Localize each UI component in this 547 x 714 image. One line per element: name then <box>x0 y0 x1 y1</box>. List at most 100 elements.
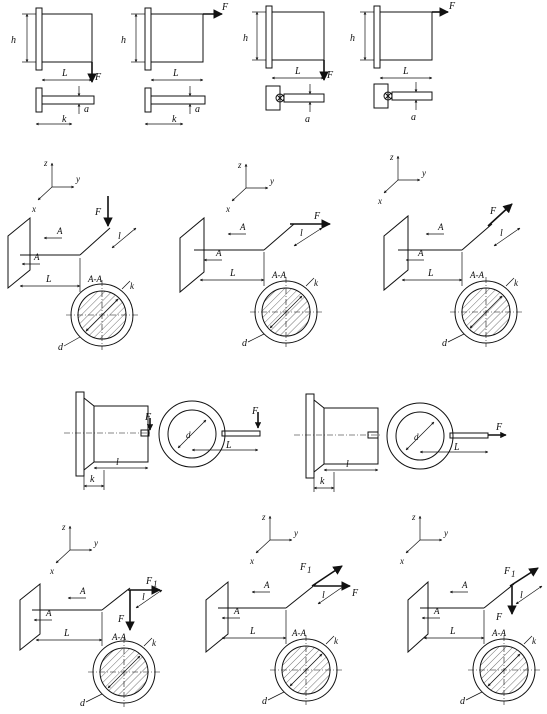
svg-text:z: z <box>43 158 48 168</box>
svg-text:F: F <box>495 422 503 433</box>
svg-text:l: l <box>520 590 523 601</box>
svg-text:F: F <box>313 211 321 222</box>
section-A-A: A-A d k <box>58 274 138 353</box>
axes-triad: z y x <box>225 160 274 214</box>
svg-text:x: x <box>399 556 404 566</box>
svg-text:F: F <box>144 412 152 423</box>
svg-text:d: d <box>242 338 248 349</box>
svg-text:x: x <box>225 204 230 214</box>
svg-text:F: F <box>117 614 125 625</box>
svg-text:A-A: A-A <box>111 632 126 642</box>
svg-text:l: l <box>142 592 145 603</box>
row3-variant-1: F l k F d L <box>64 391 262 490</box>
svg-text:d: d <box>262 696 268 707</box>
svg-text:A: A <box>437 222 444 232</box>
svg-text:y: y <box>293 528 298 538</box>
svg-text:d: d <box>186 430 191 440</box>
row4-variant-3: z y x F 1 F A A L l A-A d k <box>399 512 543 707</box>
section-A-A: A-A d k <box>442 270 522 349</box>
svg-text:L: L <box>63 628 70 639</box>
a-label: a <box>305 114 310 125</box>
a-label: a <box>84 104 89 115</box>
end-view: F d L <box>158 400 262 468</box>
row1-variant-4: h L F a <box>350 1 456 123</box>
svg-text:l: l <box>500 228 503 239</box>
svg-text:A: A <box>56 226 63 236</box>
row2-variant-2: z y x F A A L l A-A d k <box>179 160 331 349</box>
svg-text:l: l <box>300 228 303 239</box>
svg-text:l: l <box>322 590 325 601</box>
svg-text:F: F <box>495 612 503 623</box>
L-label: L <box>61 68 68 79</box>
svg-text:k: k <box>90 474 95 485</box>
svg-text:d: d <box>80 698 86 709</box>
svg-text:A: A <box>215 248 222 258</box>
k-label: k <box>172 114 177 125</box>
svg-text:k: k <box>532 636 537 646</box>
L-label: L <box>172 68 179 79</box>
svg-text:A-A: A-A <box>87 274 102 284</box>
row4-variant-2: z y x F 1 F A A L l A-A d k <box>205 512 359 707</box>
svg-text:L: L <box>249 626 256 637</box>
svg-text:L: L <box>449 626 456 637</box>
svg-text:F: F <box>251 406 259 417</box>
svg-text:k: k <box>320 476 325 487</box>
svg-text:y: y <box>75 174 80 184</box>
h-label: h <box>243 33 248 44</box>
k-label: k <box>62 114 67 125</box>
svg-text:y: y <box>269 176 274 186</box>
section-A-A: A-A d k <box>80 632 160 709</box>
row1-variant-3: h L F a <box>243 5 334 125</box>
row2-variant-1: z y x F A A L l A-A d k <box>7 158 138 353</box>
L-label: L <box>402 66 409 77</box>
svg-text:y: y <box>93 538 98 548</box>
svg-text:x: x <box>249 556 254 566</box>
axes-triad: z y x <box>249 512 298 566</box>
svg-text:F: F <box>503 566 511 577</box>
end-view: F d L <box>386 402 507 470</box>
svg-text:z: z <box>389 152 394 162</box>
svg-text:A: A <box>417 248 424 258</box>
svg-text:F: F <box>489 206 497 217</box>
svg-text:z: z <box>411 512 416 522</box>
svg-text:z: z <box>237 160 242 170</box>
svg-text:F: F <box>145 576 153 587</box>
svg-text:L: L <box>427 268 434 279</box>
svg-text:y: y <box>421 168 426 178</box>
h-label: h <box>11 35 16 46</box>
svg-text:A: A <box>239 222 246 232</box>
svg-text:x: x <box>31 204 36 214</box>
a-label: a <box>195 104 200 115</box>
svg-text:x: x <box>377 196 382 206</box>
row1-variant-1: h L F k a <box>11 7 102 126</box>
svg-text:d: d <box>414 432 419 442</box>
svg-text:F: F <box>351 588 359 599</box>
svg-text:A: A <box>33 252 40 262</box>
svg-text:k: k <box>514 278 519 288</box>
svg-text:1: 1 <box>153 579 158 589</box>
section-A-A: A-A d k <box>262 628 342 707</box>
svg-text:k: k <box>314 278 319 288</box>
svg-text:A: A <box>45 608 52 618</box>
svg-text:A-A: A-A <box>491 628 506 638</box>
section-A-A: A-A d k <box>460 628 540 707</box>
svg-text:L: L <box>229 268 236 279</box>
svg-text:A-A: A-A <box>271 270 286 280</box>
svg-text:k: k <box>334 636 339 646</box>
svg-text:l: l <box>346 459 349 470</box>
svg-text:y: y <box>443 528 448 538</box>
row2-variant-3: z y x F A A L l A-A d k <box>377 152 522 349</box>
svg-text:1: 1 <box>307 565 312 575</box>
svg-text:A: A <box>263 580 270 590</box>
svg-text:F: F <box>94 207 102 218</box>
svg-text:d: d <box>460 696 466 707</box>
svg-text:z: z <box>61 522 66 532</box>
row1-variant-2: h L F k a <box>121 2 229 126</box>
axes-triad: z y x <box>49 522 98 576</box>
F-label: F <box>221 2 229 13</box>
axes-triad: z y x <box>377 152 426 206</box>
F-label: F <box>94 72 102 83</box>
section-A-A: A-A d k <box>242 270 322 349</box>
L-label: L <box>294 66 301 77</box>
